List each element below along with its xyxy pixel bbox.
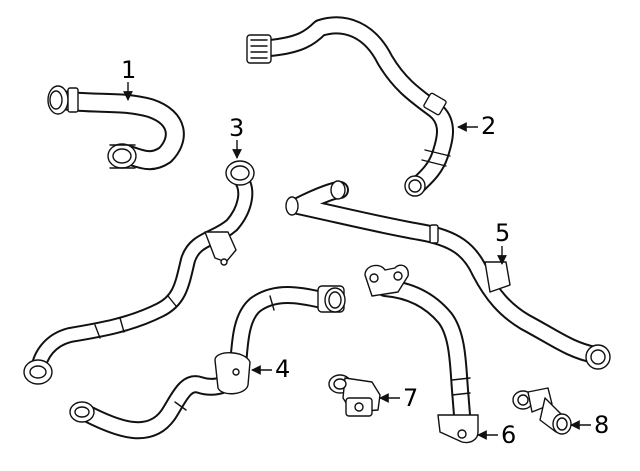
hose-part-3 [23, 160, 255, 385]
callout-number-8: 8 [594, 411, 609, 439]
callout-1: 1 [121, 56, 136, 101]
callout-number-7: 7 [403, 384, 418, 412]
hose-part-4 [69, 285, 346, 440]
callout-number-6: 6 [501, 421, 516, 449]
callout-number-1: 1 [121, 56, 136, 84]
callout-5: 5 [495, 219, 510, 265]
hose-part-1 [47, 85, 185, 171]
callout-number-5: 5 [495, 219, 510, 247]
callout-7: 7 [379, 384, 418, 412]
callout-3: 3 [229, 114, 244, 159]
fitting-part-8 [512, 387, 572, 435]
callout-number-2: 2 [481, 112, 496, 140]
fitting-part-7 [328, 374, 381, 417]
callout-2: 2 [457, 112, 496, 140]
callout-8: 8 [570, 411, 609, 439]
callout-6: 6 [477, 421, 516, 449]
callout-4: 4 [251, 355, 290, 383]
callout-number-4: 4 [275, 355, 290, 383]
hose-part-2 [246, 16, 454, 197]
callout-number-3: 3 [229, 114, 244, 142]
hose-part-6 [364, 264, 479, 444]
